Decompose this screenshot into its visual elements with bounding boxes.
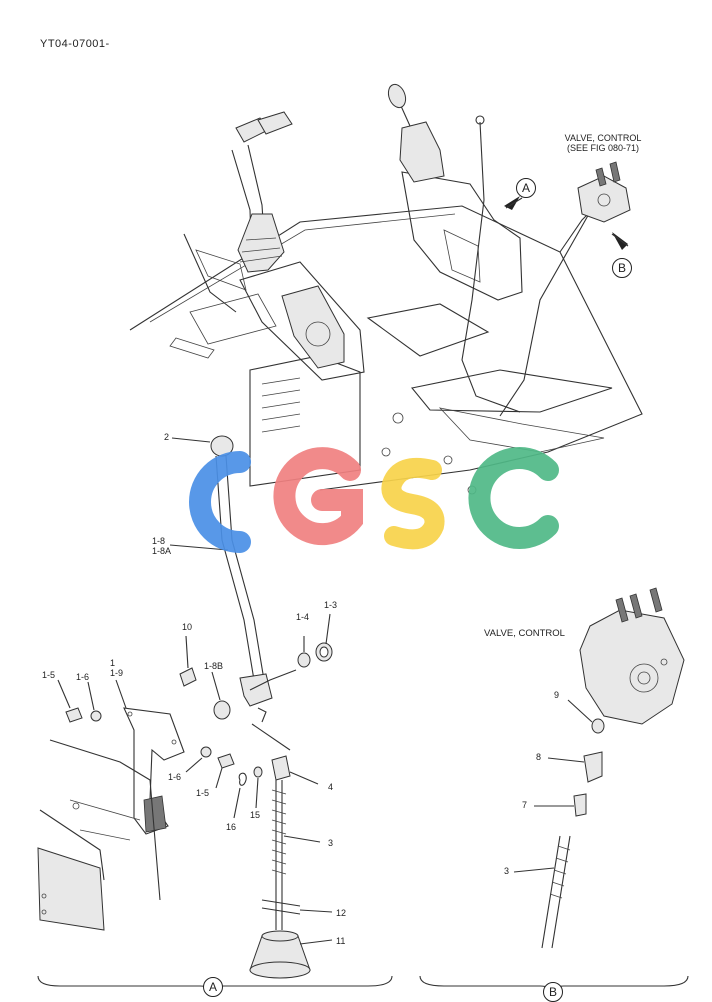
part-label-12: 12: [336, 908, 347, 918]
watermark-logo: [189, 447, 559, 553]
callout-a-top: A: [516, 178, 536, 198]
lever-assembly-a: [37, 435, 333, 979]
control-valve-top: [577, 161, 631, 223]
valve-note-line2: (SEE FIG 080-71): [566, 143, 640, 153]
valve-note-line1: VALVE, CONTROL: [564, 133, 642, 143]
callout-a-bottom: A: [203, 977, 223, 997]
part-label-1-8: 1-8: [152, 536, 166, 546]
part-label-2: 2: [164, 432, 170, 442]
callout-arrows-top: [504, 196, 629, 250]
part-label-3-b: 3: [504, 866, 510, 876]
part-label-1-4: 1-4: [296, 612, 310, 622]
left-control-console: [183, 111, 365, 381]
part-label-4: 4: [328, 782, 334, 792]
part-label-1: 1: [110, 658, 116, 668]
part-label-15: 15: [250, 810, 261, 820]
cab-floor-assembly: [129, 205, 643, 495]
valve-fittings-b: [513, 587, 685, 949]
valve-control-note: VALVE, CONTROL (SEE FIG 080-71): [548, 133, 658, 153]
part-label-7: 7: [522, 800, 528, 810]
part-label-10: 10: [182, 622, 193, 632]
part-label-16: 16: [226, 822, 237, 832]
part-label-8: 8: [536, 752, 542, 762]
part-label-1-9: 1-9: [110, 668, 124, 678]
right-control-console: [387, 83, 591, 417]
part-label-1-8a: 1-8A: [152, 546, 172, 556]
figure-id: YT04-07001-: [40, 38, 110, 50]
callout-b-top: B: [612, 258, 632, 278]
callout-b-bottom: B: [543, 982, 563, 1002]
part-label-1-5-right: 1-5: [196, 788, 210, 798]
part-label-1-5-left: 1-5: [42, 670, 56, 680]
part-label-3-a: 3: [328, 838, 334, 848]
part-label-11: 11: [336, 936, 346, 946]
part-label-9: 9: [554, 690, 560, 700]
part-label-1-6-right: 1-6: [168, 772, 182, 782]
section-braces: [37, 975, 689, 994]
part-label-1-8b: 1-8B: [204, 661, 224, 671]
part-label-1-6-left: 1-6: [76, 672, 90, 682]
valve-control-b-label: VALVE, CONTROL: [484, 628, 565, 639]
part-label-1-3: 1-3: [324, 600, 338, 610]
